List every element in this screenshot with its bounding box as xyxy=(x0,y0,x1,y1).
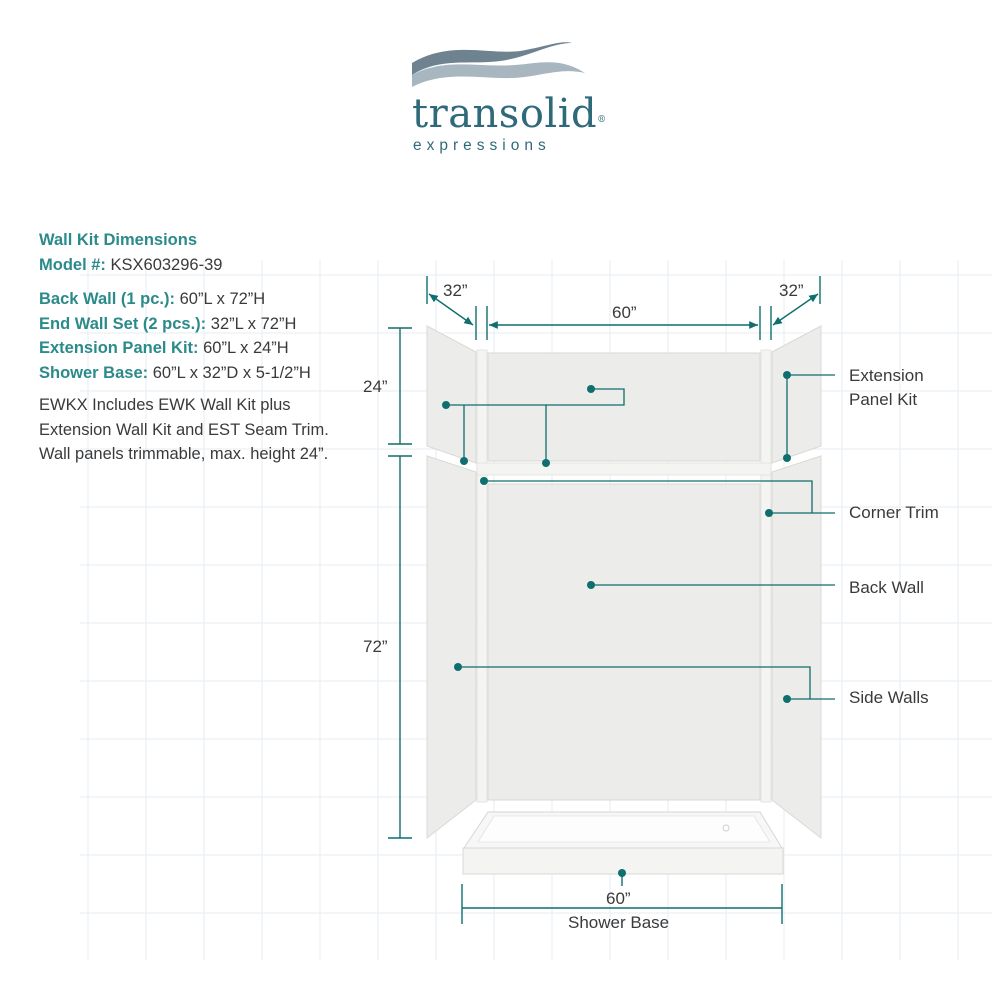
spec-label: Shower Base: xyxy=(39,363,149,382)
marker-dot xyxy=(542,459,550,467)
wall-panels xyxy=(426,325,822,840)
dimension-lines xyxy=(388,276,821,924)
spec-value: 60”L x 72”H xyxy=(179,290,266,308)
spec-item-back-wall: Back Wall (1 pc.): 60”L x 72”H xyxy=(39,287,379,312)
extension-panel-kit-label-2: Panel Kit xyxy=(849,390,917,409)
spec-value: 32”L x 72”H xyxy=(210,314,297,333)
marker-dot xyxy=(587,385,595,393)
callout-leaders xyxy=(446,374,835,700)
marker-dot xyxy=(460,457,468,465)
extension-panel-kit-label-1: Extension xyxy=(849,366,924,385)
marker-dot xyxy=(587,581,595,589)
right-corner-trim xyxy=(760,349,772,803)
marker-dot xyxy=(783,371,791,379)
right-width-label: 32” xyxy=(779,281,804,300)
horizontal-seam-trim xyxy=(476,462,772,476)
back-wall-panel xyxy=(487,483,761,801)
spec-title: Wall Kit Dimensions xyxy=(39,231,197,249)
right-extension-panel xyxy=(771,325,822,464)
brand-name: transolid® xyxy=(412,91,607,137)
right-side-wall xyxy=(771,455,822,840)
spec-note: EWKX Includes EWK Wall Kit plus Extensio… xyxy=(39,396,329,463)
spec-value: 60”L x 32”D x 5-1/2”H xyxy=(152,363,311,382)
left-width-label: 32” xyxy=(443,281,468,300)
spec-label: Extension Panel Kit: xyxy=(39,339,199,357)
model-number: Model #: KSX603296-39 xyxy=(39,253,379,278)
right-width-dimension xyxy=(772,293,819,326)
shower-base xyxy=(462,811,784,875)
left-extension-panel xyxy=(426,325,477,464)
callout-markers xyxy=(442,371,791,877)
marker-dot xyxy=(454,663,462,671)
side-walls-label: Side Walls xyxy=(849,688,929,707)
marker-dot xyxy=(765,509,773,517)
model-value: KSX603296-39 xyxy=(110,255,223,274)
spec-value: 60”L x 24”H xyxy=(203,339,289,357)
marker-dot xyxy=(480,477,488,485)
spec-label: Back Wall (1 pc.): xyxy=(39,290,176,308)
spec-label: End Wall Set (2 pcs.): xyxy=(39,314,207,333)
lower-height-label: 72” xyxy=(363,637,388,656)
drain-icon xyxy=(722,824,730,832)
back-extension-panel xyxy=(487,352,761,462)
shower-base-label: Shower Base xyxy=(568,913,669,932)
spec-item-extension-panel-kit: Extension Panel Kit: 60”L x 24”H xyxy=(39,336,379,361)
model-label: Model #: xyxy=(39,255,106,274)
marker-dot xyxy=(618,869,626,877)
marker-dot xyxy=(783,454,791,462)
base-width-label: 60” xyxy=(606,889,631,908)
spec-panel: Wall Kit Dimensions Model #: KSX603296-3… xyxy=(39,228,379,467)
transolid-wave-logo-icon xyxy=(412,42,585,87)
left-corner-trim xyxy=(476,349,488,803)
spec-item-end-wall-set: End Wall Set (2 pcs.): 32”L x 72”H xyxy=(39,312,379,337)
left-side-wall xyxy=(426,455,477,840)
back-wall-label: Back Wall xyxy=(849,578,924,597)
upper-height-label: 24” xyxy=(363,377,388,396)
corner-trim-label: Corner Trim xyxy=(849,503,939,522)
top-width-label: 60” xyxy=(612,303,637,322)
spec-item-shower-base: Shower Base: 60”L x 32”D x 5-1/2”H xyxy=(39,361,379,386)
corner-trim xyxy=(476,349,772,803)
brand-tagline: expressions xyxy=(413,137,551,154)
left-width-dimension xyxy=(428,293,474,326)
marker-dot xyxy=(442,401,450,409)
marker-dot xyxy=(783,695,791,703)
